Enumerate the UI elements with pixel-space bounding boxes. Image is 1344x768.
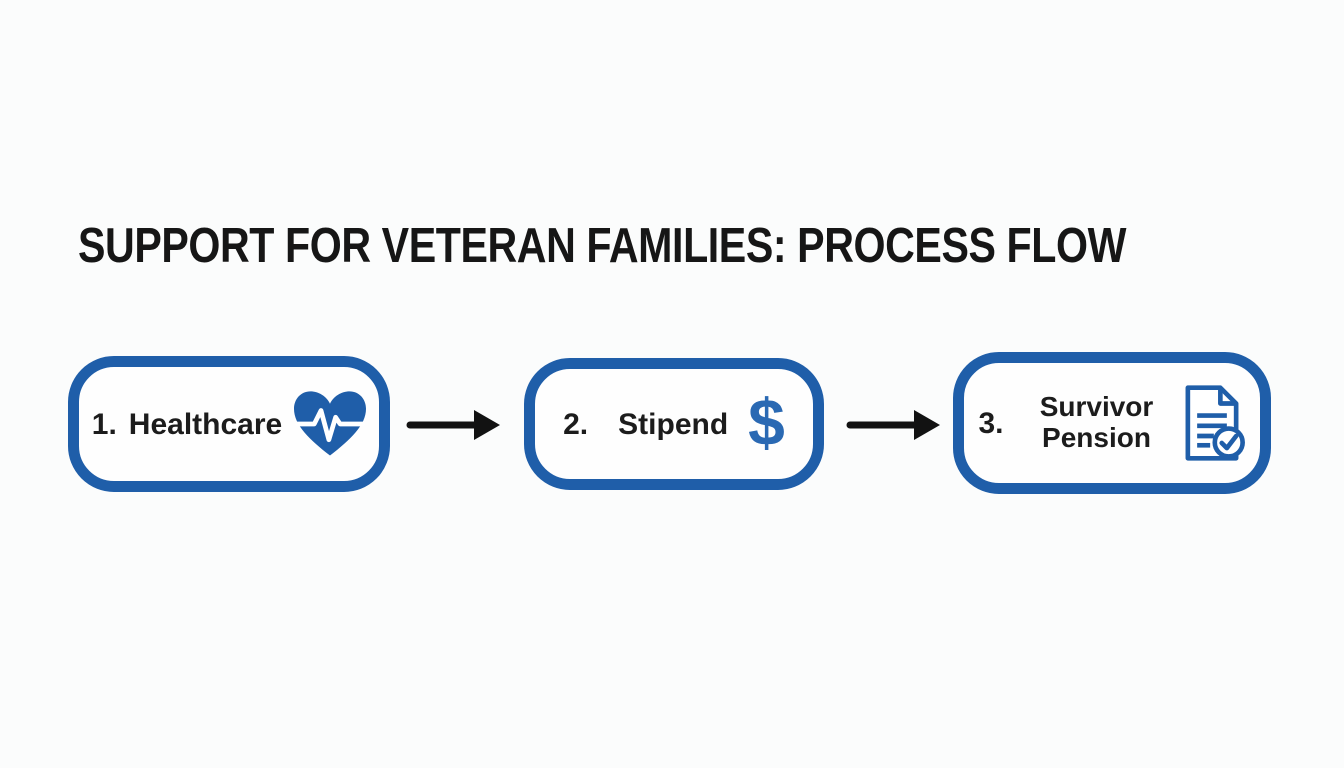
heart-pulse-icon: [294, 391, 367, 456]
step-number: 1.: [91, 407, 117, 441]
step-label: Healthcare: [128, 407, 283, 441]
step-label: Stipend: [618, 407, 729, 441]
step-label: Survivor Pension: [1039, 391, 1154, 453]
page-title: SUPPORT FOR VETERAN FAMILIES: PROCESS FL…: [78, 219, 1127, 273]
step-box-healthcare: 1. Healthcare: [68, 356, 390, 492]
step-box-survivor-pension: 3. Survivor Pension: [953, 352, 1271, 494]
dollar-icon: $: [748, 385, 785, 459]
step-number: 2.: [563, 407, 589, 441]
arrow-right-icon: [846, 410, 940, 440]
arrow-right-icon: [406, 410, 500, 440]
step-box-stipend: 2. Stipend $: [524, 358, 824, 490]
document-check-icon: [1185, 385, 1245, 461]
step-number: 3.: [978, 406, 1004, 440]
